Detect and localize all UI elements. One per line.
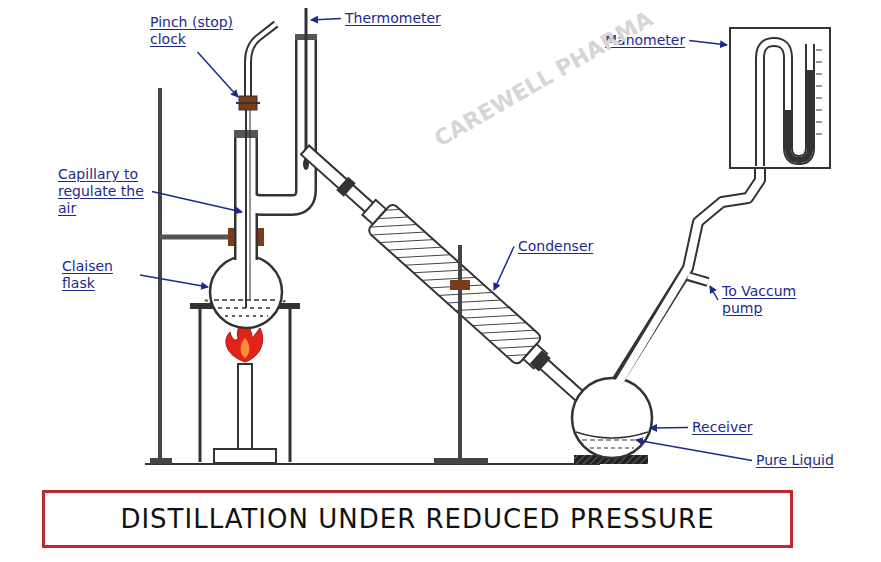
title-frame: DISTILLATION UNDER REDUCED PRESSURE: [42, 490, 793, 548]
leader-line: [140, 275, 208, 287]
part-label: Pinch (stop) clock: [150, 14, 245, 48]
part-label: Capillary to regulate the air: [58, 166, 148, 217]
part-label: Thermometer: [345, 10, 441, 27]
leader-line: [198, 52, 239, 97]
part-label: Receiver: [692, 419, 753, 436]
part-label: Claisen flask: [62, 258, 136, 292]
leader-line: [311, 19, 341, 21]
part-label: Pure Liquid: [756, 452, 834, 469]
watermark: CAREWELL PHARMA: [430, 6, 657, 151]
leader-line: [710, 286, 718, 300]
diagram-title: DISTILLATION UNDER REDUCED PRESSURE: [120, 504, 714, 534]
leader-line: [152, 192, 242, 213]
part-label: To Vaccum pump: [722, 283, 832, 317]
leader-line: [650, 427, 688, 429]
part-label: Condenser: [518, 238, 593, 255]
leader-line: [689, 41, 727, 46]
leader-line: [494, 247, 514, 291]
leader-line: [636, 440, 752, 461]
